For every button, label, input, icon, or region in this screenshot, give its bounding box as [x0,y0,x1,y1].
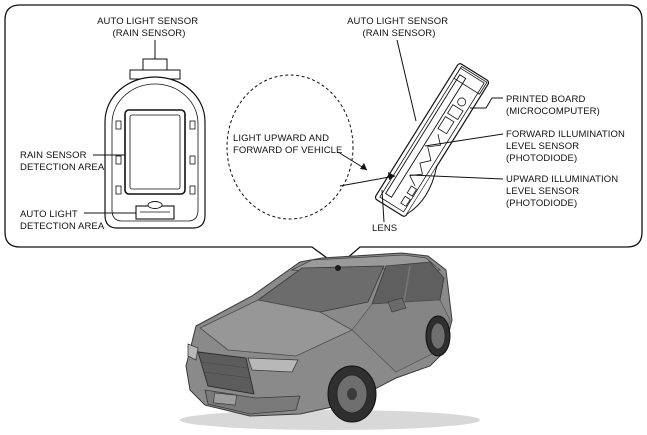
upward-sensor-label: UPWARD ILLUMINATION LEVEL SENSOR (PHOTOD… [506,174,621,209]
light-direction-circle [226,74,354,220]
printed-board-label: PRINTED BOARD (MICROCOMPUTER) [506,94,600,117]
light-direction-label: LIGHT UPWARD AND FORWARD OF VEHICLE [233,133,342,156]
sensor-location-marker [335,265,341,271]
forward-sensor-label: FORWARD ILLUMINATION LEVEL SENSOR (PHOTO… [506,129,628,164]
section-sensor-title: AUTO LIGHT SENSOR (RAIN SENSOR) [347,16,451,39]
auto-light-area-label: AUTO LIGHT DETECTION AREA [20,209,105,232]
vehicle-illustration [180,252,480,430]
grille [197,351,255,395]
rain-sensor-area-label: RAIN SENSOR DETECTION AREA [20,150,105,173]
sensor-front-view [104,58,206,229]
front-sensor-title: AUTO LIGHT SENSOR (RAIN SENSOR) [97,16,201,39]
rain-detection-window [124,109,186,195]
lens-label: LENS [372,223,397,234]
